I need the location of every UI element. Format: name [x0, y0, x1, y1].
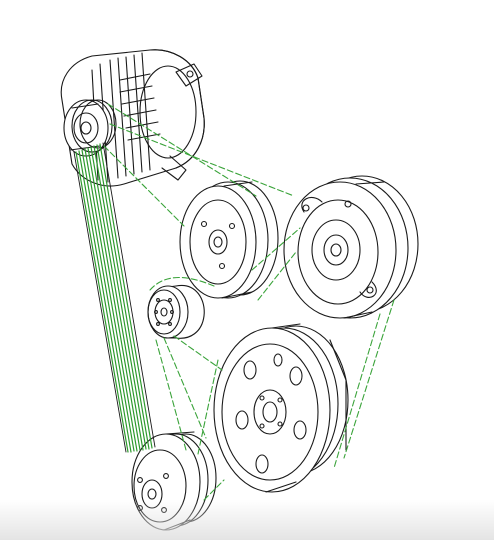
highlighted-belt [75, 143, 153, 453]
upper-idler-pulley [179, 180, 279, 299]
crankshaft-pulley [213, 323, 349, 493]
tensioner-pulley [147, 284, 205, 339]
alternator [60, 49, 205, 187]
routed-belt [103, 103, 395, 501]
highlighted-belt-edge [73, 142, 156, 453]
bottom-shadow [0, 500, 494, 540]
ac-compressor-pulley [283, 175, 419, 319]
